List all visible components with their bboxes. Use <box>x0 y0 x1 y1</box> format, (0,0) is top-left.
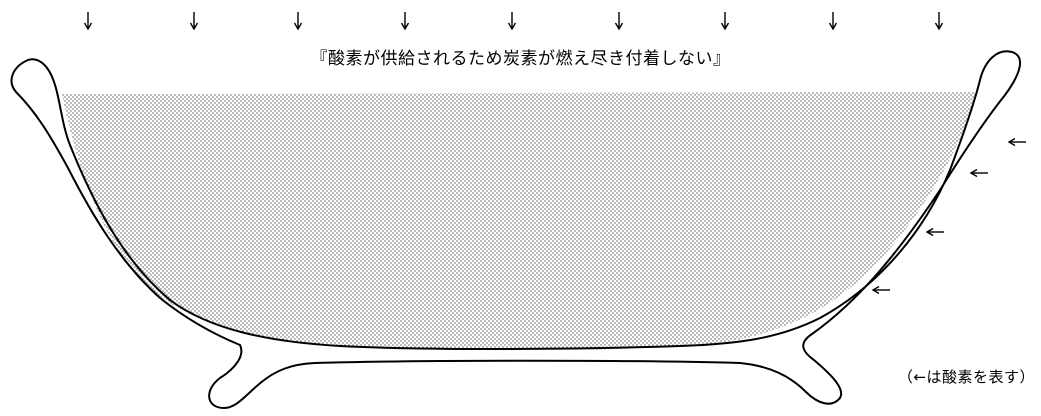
arrow-legend: （←は酸素を表す） <box>897 368 1035 386</box>
pot-outline <box>10 50 1021 410</box>
left-arrow-icon <box>925 227 944 237</box>
down-arrow-icon <box>189 12 199 31</box>
down-arrow-icon <box>507 12 517 31</box>
down-arrow-icon <box>934 12 944 31</box>
down-arrow-icon <box>400 12 410 31</box>
down-arrow-icon <box>720 12 730 31</box>
left-arrow-icon <box>1007 137 1026 147</box>
left-arrow-icon <box>969 168 988 178</box>
food-content <box>62 92 978 351</box>
down-arrow-icon <box>83 12 93 31</box>
diagram-caption: 『酸素が供給されるため炭素が燃え尽き付着しない』 <box>310 49 731 69</box>
down-arrow-icon <box>828 12 838 31</box>
side-arrows <box>871 137 1026 295</box>
top-arrows <box>83 12 944 31</box>
down-arrow-icon <box>293 12 303 31</box>
down-arrow-icon <box>614 12 624 31</box>
left-arrow-icon <box>871 285 890 295</box>
